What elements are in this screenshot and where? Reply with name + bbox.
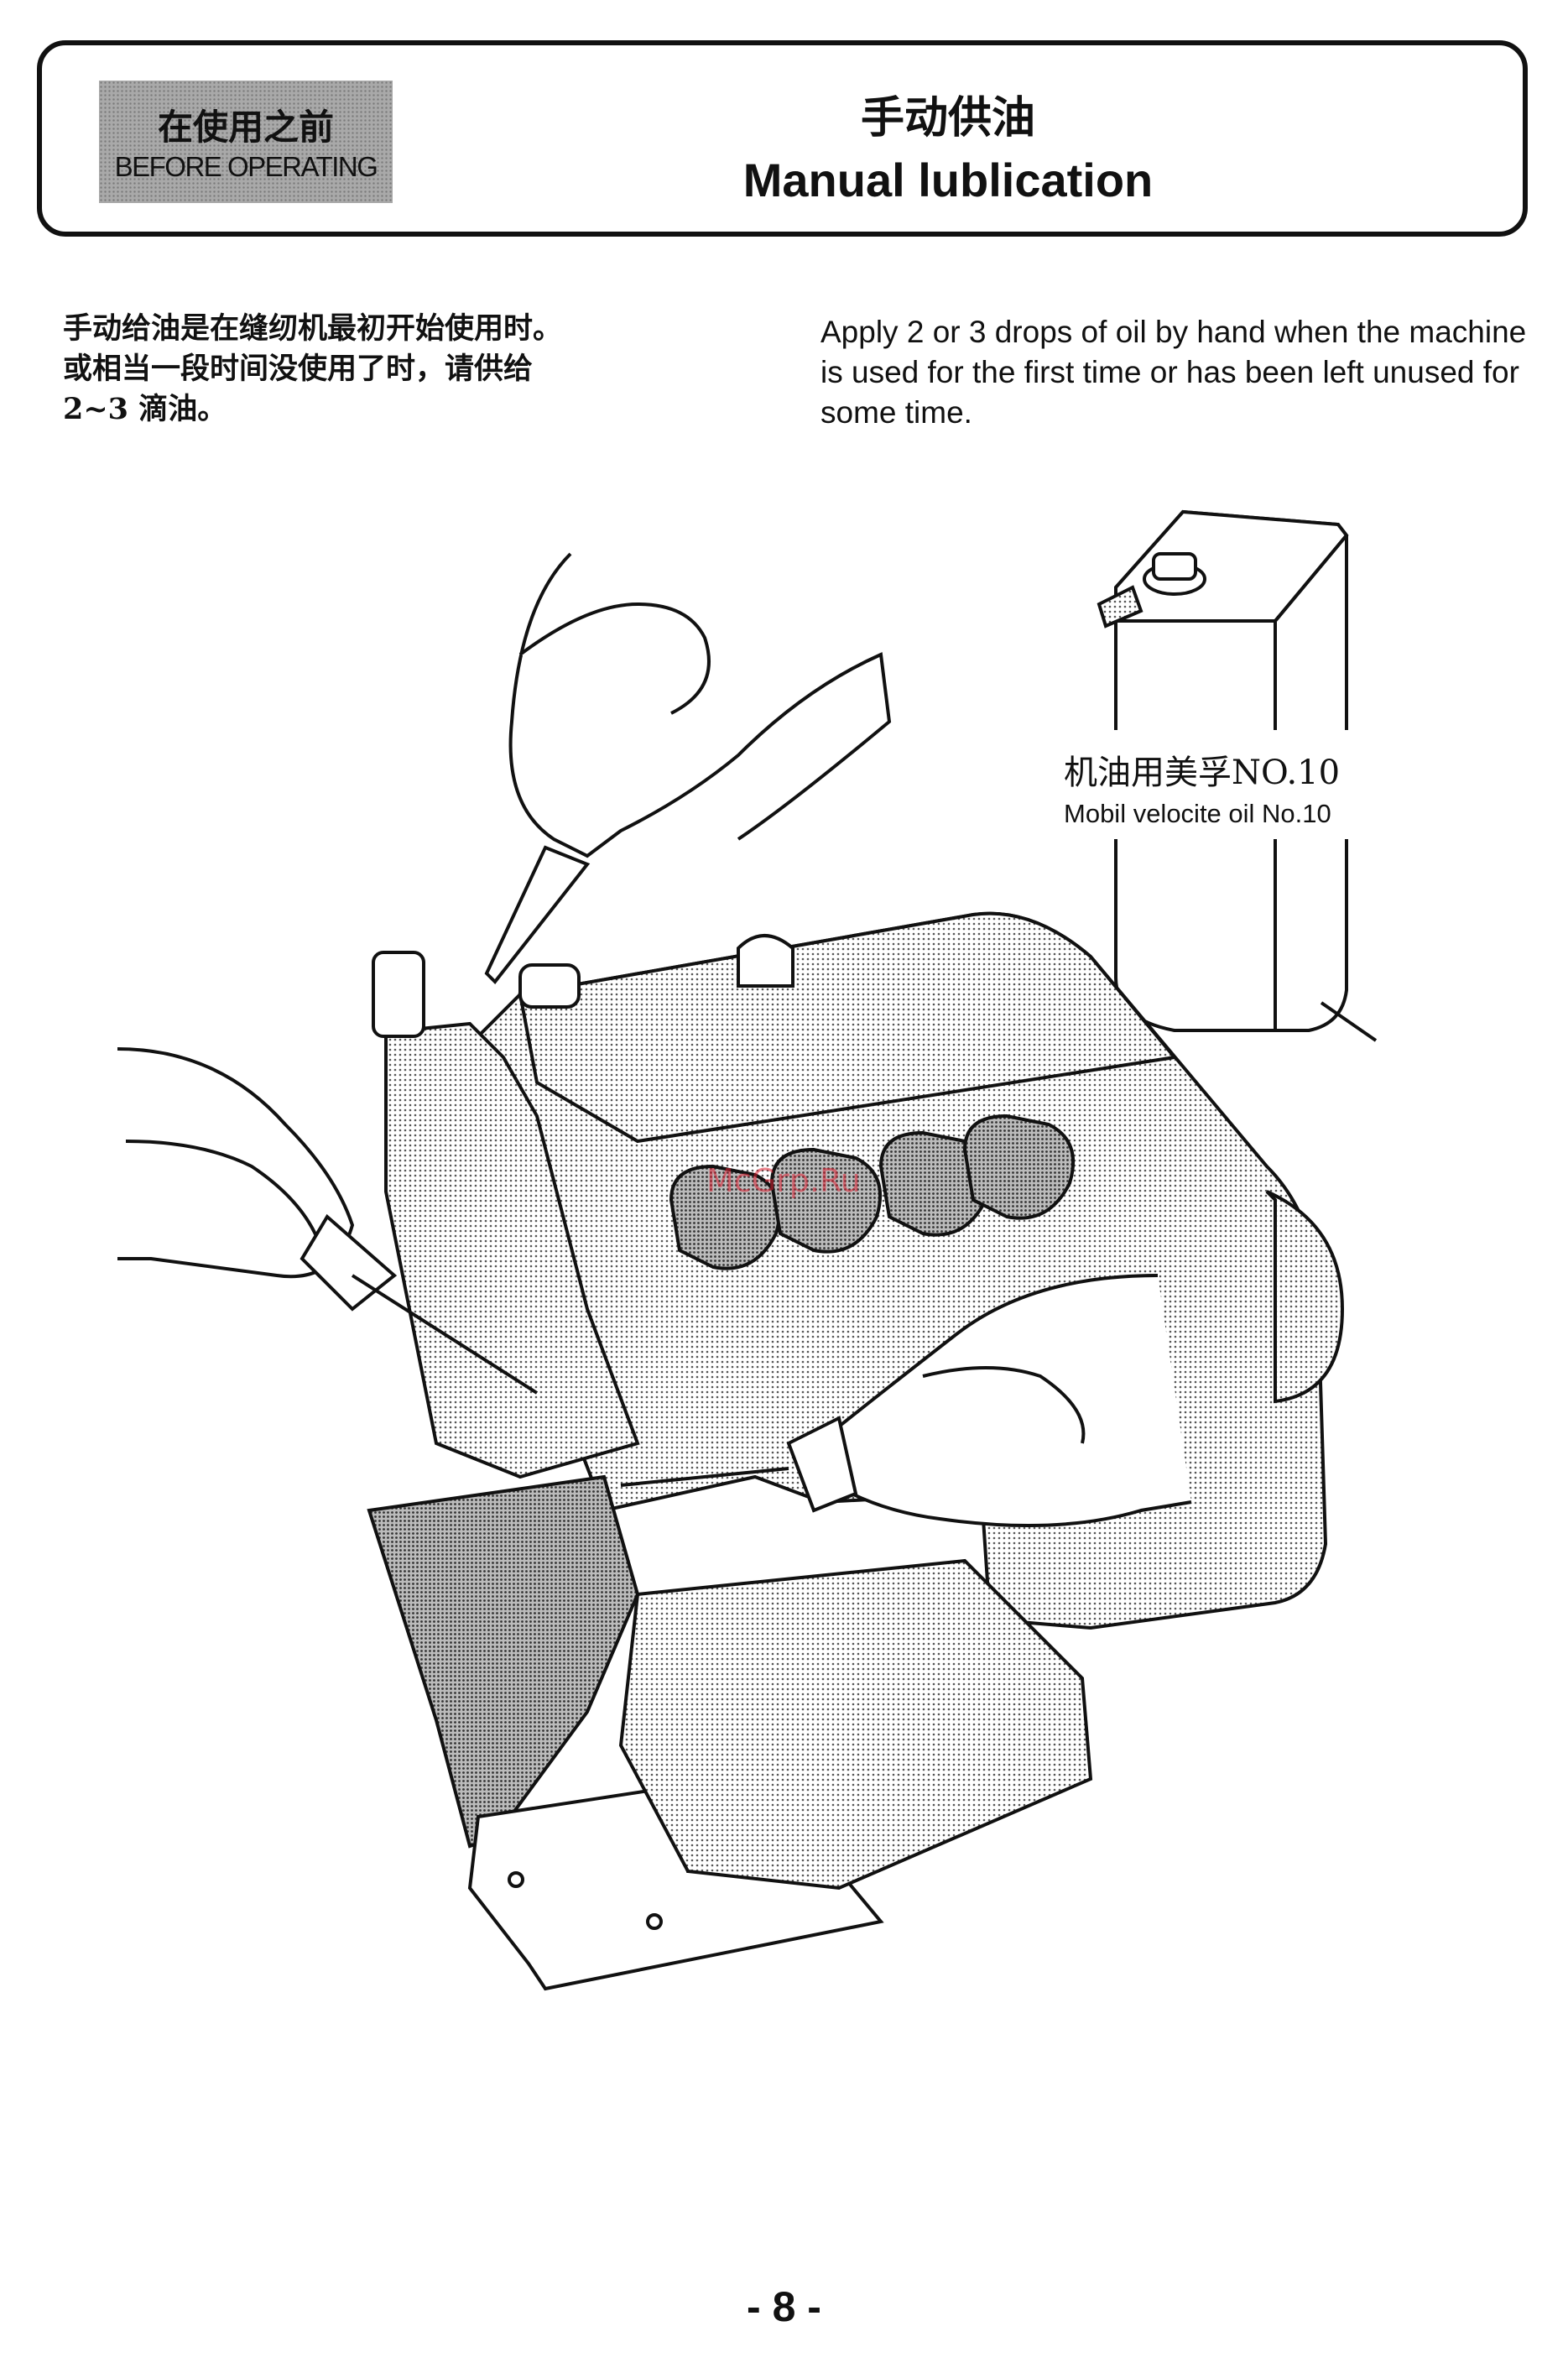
oil-can-label-cn: 机油用美孚NO.10 [1064, 745, 1399, 794]
section-label-cn: 在使用之前 [99, 99, 393, 150]
hand-top [487, 554, 889, 982]
oil-can-label-en: Mobil velocite oil No.10 [1064, 799, 1399, 829]
intro-cn-line: 或相当一段时间没使用了时，请供给 [63, 349, 650, 389]
section-label-en: BEFORE OPERATING [99, 151, 393, 183]
intro-cn-line: 手动给油是在缝纫机最初开始使用时。 [63, 309, 650, 349]
section-badge: 在使用之前 BEFORE OPERATING [99, 81, 393, 203]
page-title-en: Manual lublication [470, 153, 1426, 207]
sewing-machine-illustration [0, 470, 1568, 2182]
watermark: McGrp.Ru [706, 1162, 861, 1199]
intro-cn-line: 2~3 滴油。 [63, 389, 650, 430]
intro-text-cn: 手动给油是在缝纫机最初开始使用时。 或相当一段时间没使用了时，请供给 2~3 滴… [63, 309, 650, 430]
page-title-cn: 手动供油 [470, 82, 1426, 145]
page-number: - 8 - [0, 2282, 1568, 2331]
intro-text-en: Apply 2 or 3 drops of oil by hand when t… [820, 312, 1542, 433]
